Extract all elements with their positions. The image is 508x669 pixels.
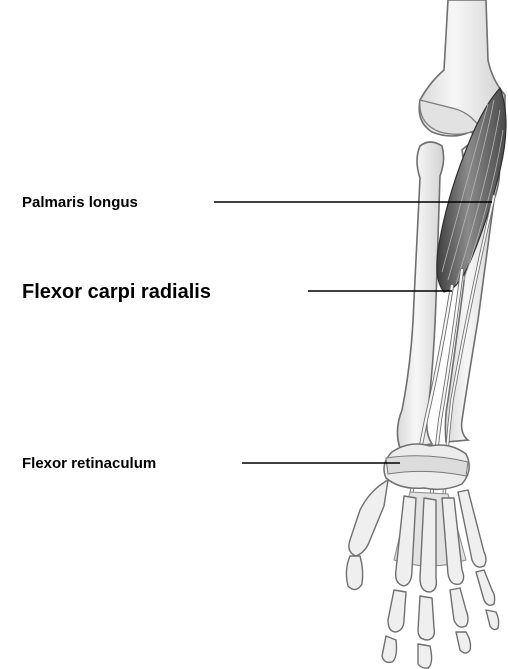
label-flexor-carpi-radialis: Flexor carpi radialis (22, 282, 211, 302)
label-palmaris-longus: Palmaris longus (22, 195, 138, 210)
radius-bone (397, 142, 443, 448)
label-flexor-retinaculum: Flexor retinaculum (22, 456, 156, 471)
